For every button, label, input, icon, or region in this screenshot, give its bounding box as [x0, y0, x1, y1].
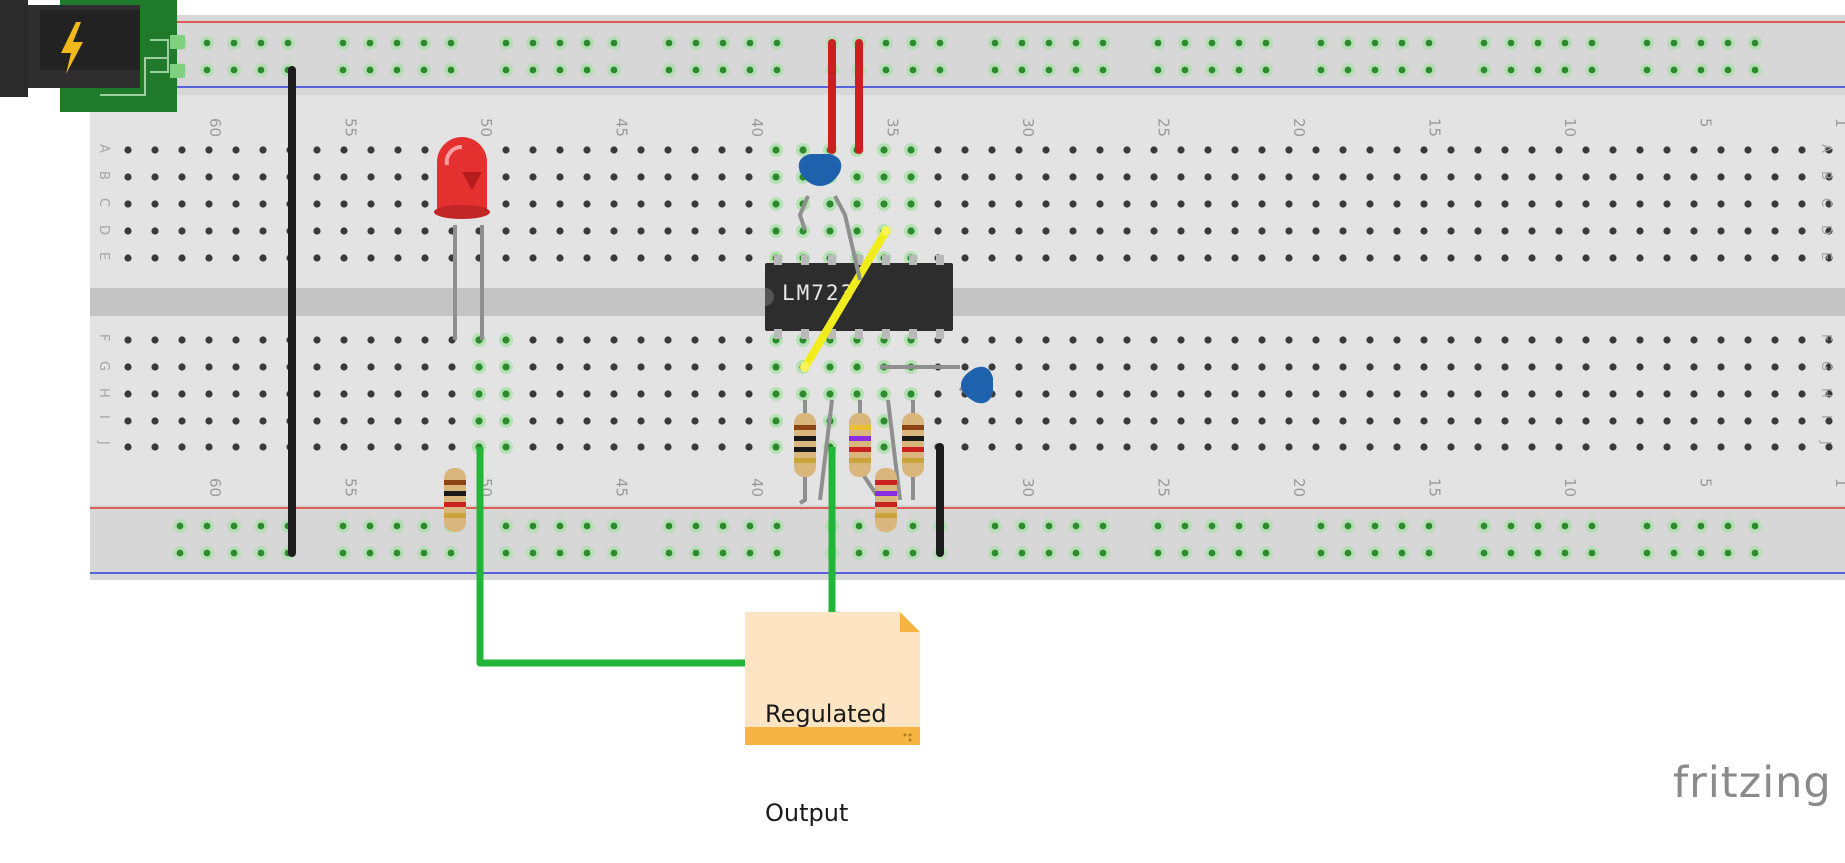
resistor	[875, 468, 897, 532]
row-letter: H	[96, 388, 111, 398]
column-number: 50	[477, 118, 495, 137]
note-line-2: Output	[765, 799, 849, 827]
column-number: 10	[1561, 478, 1579, 497]
column-number: 30	[1019, 118, 1037, 137]
row-letter: D	[96, 225, 111, 235]
row-letter: F	[1818, 334, 1833, 341]
row-letter: C	[1818, 198, 1833, 207]
column-number: 10	[1561, 118, 1579, 137]
column-number: 45	[613, 478, 631, 497]
column-number: 20	[1290, 478, 1308, 497]
row-letter: H	[1818, 388, 1833, 398]
column-number: 30	[1019, 478, 1037, 497]
resistor	[902, 413, 924, 477]
column-number: 25	[1155, 118, 1173, 137]
note-text: Regulated Output	[765, 632, 887, 863]
green-wire-output	[476, 447, 745, 667]
breadboard-diagram: 6060555550504545404035353030252520201515…	[0, 0, 1845, 745]
resistors	[444, 413, 924, 532]
fritzing-logo: fritzing	[1673, 758, 1832, 808]
lm723-chip: LM723	[765, 255, 953, 339]
row-letter: I	[96, 415, 111, 419]
row-letter: C	[96, 198, 111, 207]
wires	[288, 39, 944, 667]
row-letter: J	[96, 440, 111, 445]
column-number: 60	[206, 478, 224, 497]
column-number: 55	[342, 478, 360, 497]
row-letter: A	[1818, 144, 1833, 153]
row-letter: F	[96, 334, 111, 341]
red-led	[434, 137, 490, 219]
resistor	[849, 413, 871, 477]
column-number: 1	[1832, 118, 1845, 128]
row-letter: I	[1818, 415, 1833, 419]
row-letter: G	[1818, 361, 1833, 371]
capacitor-top	[798, 154, 842, 186]
column-number: 5	[1697, 478, 1715, 488]
column-number: 45	[613, 118, 631, 137]
power-jack	[0, 0, 185, 112]
row-letter: A	[96, 144, 111, 153]
row-letter: E	[96, 252, 111, 260]
column-number: 55	[342, 118, 360, 137]
breadboard: 6060555550504545404035353030252520201515…	[90, 15, 1845, 580]
column-number: 35	[884, 118, 902, 137]
column-number: 5	[1697, 118, 1715, 128]
yellow-wire	[801, 227, 890, 371]
note-line-1: Regulated	[765, 700, 887, 728]
row-letter: D	[1818, 225, 1833, 235]
resistor	[794, 413, 816, 477]
column-number: 60	[206, 118, 224, 137]
row-letter: E	[1818, 252, 1833, 260]
column-number: 15	[1426, 118, 1444, 137]
column-number: 25	[1155, 478, 1173, 497]
resistor	[444, 468, 466, 532]
column-number: 15	[1426, 478, 1444, 497]
column-number: 1	[1832, 478, 1845, 488]
row-letter: B	[96, 171, 111, 180]
column-number: 40	[748, 118, 766, 137]
lightning-icon	[61, 22, 83, 74]
regulated-output-note	[745, 612, 920, 745]
capacitor-right	[961, 366, 993, 404]
column-number: 20	[1290, 118, 1308, 137]
row-letter: B	[1818, 171, 1833, 180]
row-letter: J	[1818, 440, 1833, 445]
row-letter: G	[96, 361, 111, 371]
column-number: 40	[748, 478, 766, 497]
